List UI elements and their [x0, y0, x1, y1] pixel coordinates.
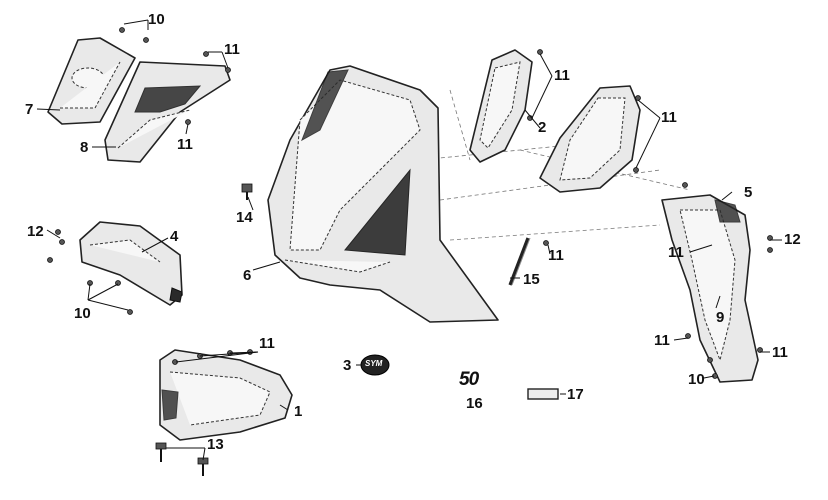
part-7-inner-panel — [47, 37, 136, 125]
callout-7: 7 — [25, 101, 34, 118]
part-2-lens-right — [539, 85, 641, 193]
callout-1: 1 — [294, 403, 303, 420]
callout-4: 4 — [170, 228, 179, 245]
emblem-text: SYM — [365, 359, 383, 368]
callout-11: 11 — [224, 41, 240, 58]
callout-11: 11 — [661, 109, 677, 126]
callout-13: 13 — [207, 436, 224, 453]
fastener-screws — [47, 27, 773, 379]
callout-11: 11 — [554, 67, 570, 84]
callout-2: 2 — [538, 119, 547, 136]
callout-17: 17 — [567, 386, 584, 403]
part-15-rod — [508, 237, 531, 286]
callout-15: 15 — [523, 271, 540, 288]
callout-12: 12 — [784, 231, 801, 248]
part-6-front-shield — [267, 65, 499, 323]
callout-11: 11 — [668, 244, 684, 261]
callout-10: 10 — [688, 371, 705, 388]
callout-3: 3 — [343, 357, 352, 374]
part-17-plate — [527, 388, 559, 400]
part-1-lower-spoiler — [159, 349, 293, 441]
callout-11: 11 — [177, 136, 193, 153]
part-2-lens-left — [469, 49, 533, 163]
callout-11: 11 — [772, 344, 788, 361]
callout-11: 11 — [548, 247, 564, 264]
callout-16: 16 — [466, 395, 483, 412]
callout-11: 11 — [259, 335, 275, 352]
part-14-bolt — [241, 183, 253, 200]
callout-14: 14 — [236, 209, 253, 226]
part-5-side-cover — [661, 194, 759, 383]
callout-10: 10 — [74, 305, 91, 322]
callout-12: 12 — [27, 223, 44, 240]
part-16-badge: 50 — [459, 369, 479, 390]
callout-11: 11 — [654, 332, 670, 349]
callout-10: 10 — [148, 11, 165, 28]
callout-8: 8 — [80, 139, 89, 156]
callout-6: 6 — [243, 267, 252, 284]
callout-5: 5 — [744, 184, 753, 201]
leader-lines — [36, 19, 782, 461]
part-3-emblem — [360, 354, 390, 376]
part-4-bracket — [79, 221, 183, 306]
callout-9: 9 — [716, 309, 725, 326]
